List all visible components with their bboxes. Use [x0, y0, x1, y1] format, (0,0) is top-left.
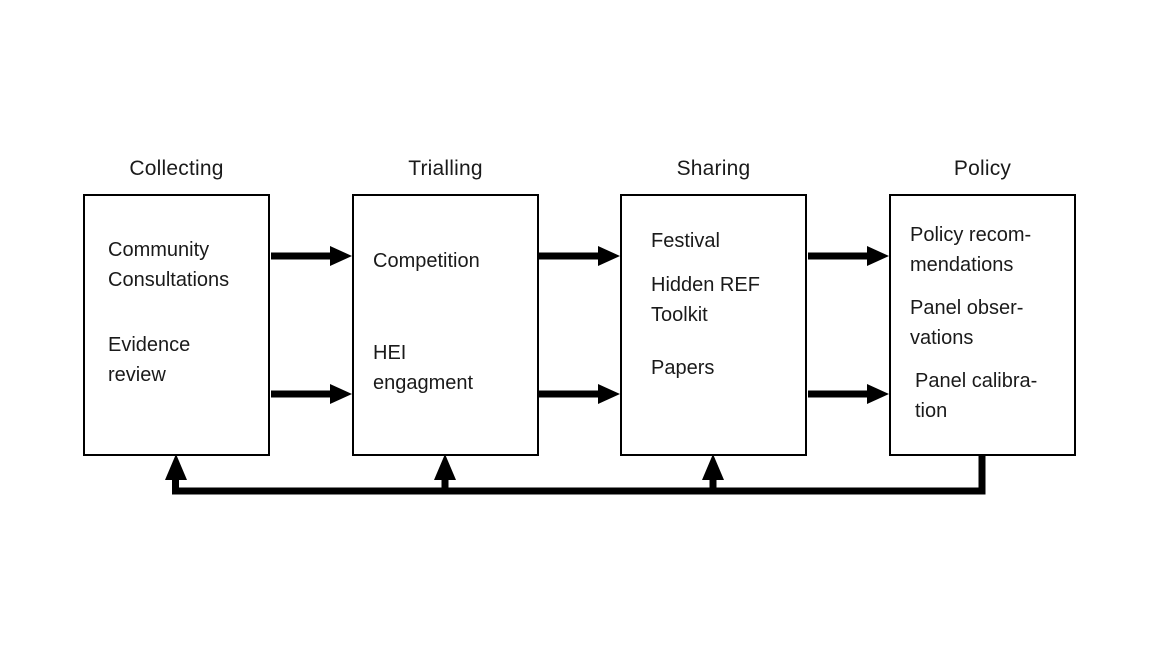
- stage-title: Policy: [953, 157, 1012, 180]
- stage-title: Trialling: [408, 157, 483, 180]
- stage-policy: Policy Policy recom- mendations Panel ob…: [889, 155, 1076, 475]
- arrow-trialling-to-sharing-top: [539, 246, 620, 266]
- stage-item: HEI engagment: [373, 342, 474, 394]
- stage-trialling: Trialling Competition HEI engagment: [352, 155, 539, 475]
- stage-item: Papers: [651, 357, 715, 379]
- stage-title: Collecting: [129, 157, 224, 180]
- stage-box: Community Consultations Evidence review: [83, 194, 270, 456]
- stage-item: Hidden REF Toolkit: [651, 274, 760, 326]
- arrow-sharing-to-policy-bottom: [808, 384, 889, 404]
- stage-item: Evidence review: [108, 334, 191, 386]
- arrow-sharing-to-policy-top: [808, 246, 889, 266]
- stage-item: Policy recom- mendations: [910, 224, 1032, 276]
- stage-title: Sharing: [676, 157, 751, 180]
- feedback-loop-arrow: [165, 454, 986, 495]
- stage-item: Panel obser- vations: [910, 297, 1024, 349]
- stage-box: Policy recom- mendations Panel obser- va…: [889, 194, 1076, 456]
- arrow-collecting-to-trialling-bottom: [271, 384, 352, 404]
- stage-box: Competition HEI engagment: [352, 194, 539, 456]
- stage-item: Panel calibra- tion: [915, 370, 1038, 422]
- stage-box: Festival Hidden REF Toolkit Papers: [620, 194, 807, 456]
- stage-sharing: Sharing Festival Hidden REF Toolkit Pape…: [620, 155, 807, 475]
- stage-collecting: Collecting Community Consultations Evide…: [83, 155, 270, 475]
- arrow-trialling-to-sharing-bottom: [539, 384, 620, 404]
- stage-item: Community Consultations: [108, 239, 230, 291]
- stage-item: Competition: [373, 250, 480, 272]
- stage-item: Festival: [651, 230, 720, 252]
- arrow-collecting-to-trialling-top: [271, 246, 352, 266]
